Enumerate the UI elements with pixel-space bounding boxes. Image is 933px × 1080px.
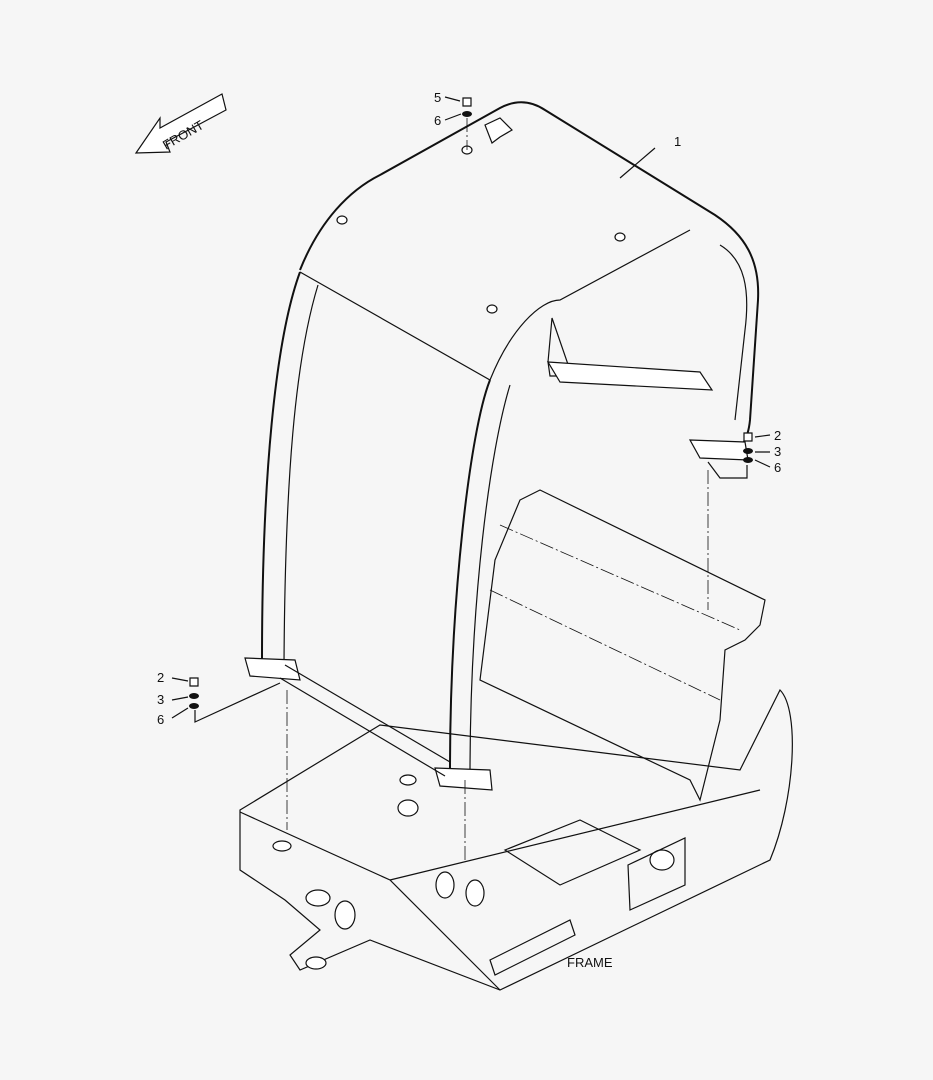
callout-canopy: 1 <box>674 134 681 149</box>
callout-bolt-top: 5 <box>434 90 441 105</box>
hardware-top <box>462 97 472 117</box>
frame-label: FRAME <box>567 955 613 970</box>
front-arrow-icon: FRONT <box>134 93 227 154</box>
frame-part <box>239 688 793 991</box>
callout-washer-left: 3 <box>157 692 164 707</box>
hardware-right <box>743 432 753 463</box>
hardware-left <box>189 677 199 709</box>
callout-spacer-left: 6 <box>157 712 164 727</box>
callout-bolt-right: 2 <box>774 428 781 443</box>
callout-spacer-top: 6 <box>434 113 441 128</box>
canopy-part <box>244 101 760 791</box>
console-panel <box>479 489 766 802</box>
callout-bolt-left: 2 <box>157 670 164 685</box>
callout-spacer-right: 6 <box>774 460 781 475</box>
callout-washer-right: 3 <box>774 444 781 459</box>
